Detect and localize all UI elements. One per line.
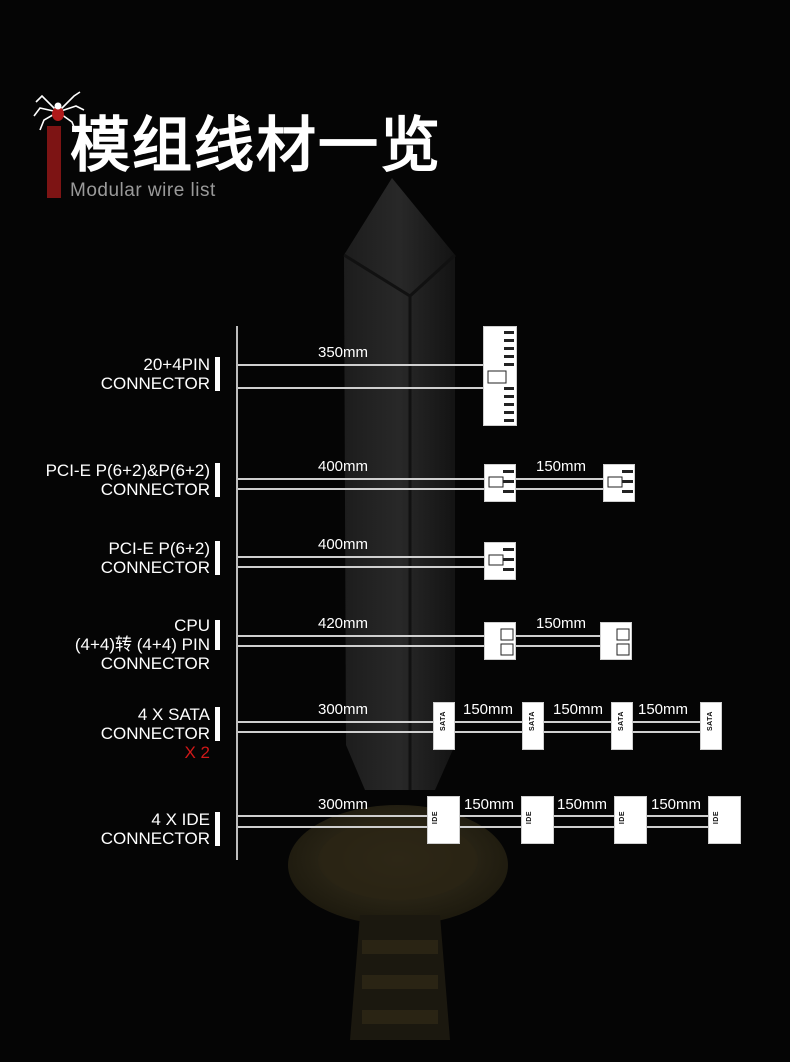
wire [238,826,428,828]
ide-connector: IDE [521,796,554,844]
wire [238,387,484,389]
wire [238,731,434,733]
wire [516,478,604,480]
row-marker [215,812,220,846]
atx-24pin-connector [483,326,517,426]
pcie-connector [484,542,516,580]
row-marker [215,357,220,391]
sata-connector: SATA [433,702,455,750]
length-label: 300mm [318,701,369,718]
wire [238,478,484,480]
row-label: PCI-E P(6+2) CONNECTOR [100,539,210,577]
wire [544,731,612,733]
length-label: 150mm [464,796,515,813]
ide-connector: IDE [614,796,647,844]
pcie-connector [484,464,516,502]
wire [238,556,484,558]
row-label: 4 X SATA CONNECTOR X 2 [100,705,210,762]
wire [238,721,434,723]
wire [238,645,484,647]
wire [460,815,522,817]
length-label: 150mm [536,615,587,632]
wire [238,488,484,490]
quantity-badge: X 2 [184,743,210,762]
row-label: CPU (4+4)转 (4+4) PIN CONNECTOR [74,616,210,673]
sata-connector: SATA [611,702,633,750]
wire [238,566,484,568]
row-label: PCI-E P(6+2)&P(6+2) CONNECTOR [45,461,210,499]
length-label: 150mm [553,701,604,718]
spider-icon [33,91,85,133]
wire [238,815,428,817]
row-marker [215,620,220,650]
wire [455,731,523,733]
cpu-connector [484,622,516,660]
wire [544,721,612,723]
wire [238,635,484,637]
pcie-connector [603,464,635,502]
length-label: 150mm [463,701,514,718]
ide-connector: IDE [427,796,460,844]
ide-connector: IDE [708,796,741,844]
wire [460,826,522,828]
wire [238,364,484,366]
row-marker [215,541,220,575]
wire [646,826,708,828]
length-label: 400mm [318,536,369,553]
length-label: 150mm [651,796,702,813]
page-subtitle: Modular wire list [70,180,216,201]
sata-connector: SATA [522,702,544,750]
cpu-connector [600,622,632,660]
length-label: 350mm [318,344,369,361]
wire [516,645,600,647]
length-label: 300mm [318,796,369,813]
length-label: 150mm [557,796,608,813]
wire [455,721,523,723]
wire [633,721,701,723]
page-title: 模组线材一览 [70,112,442,179]
title-accent-bar [47,126,61,198]
row-marker [215,463,220,497]
wire [516,488,604,490]
length-label: 420mm [318,615,369,632]
wire [553,815,615,817]
sata-connector: SATA [700,702,722,750]
row-label: 4 X IDE CONNECTOR [100,810,210,848]
axis-line [236,326,238,860]
wire [646,815,708,817]
wire [633,731,701,733]
wire [516,635,600,637]
length-label: 400mm [318,458,369,475]
length-label: 150mm [638,701,689,718]
row-label: 20+4PIN CONNECTOR [100,355,210,393]
length-label: 150mm [536,458,587,475]
wire [553,826,615,828]
row-marker [215,707,220,741]
